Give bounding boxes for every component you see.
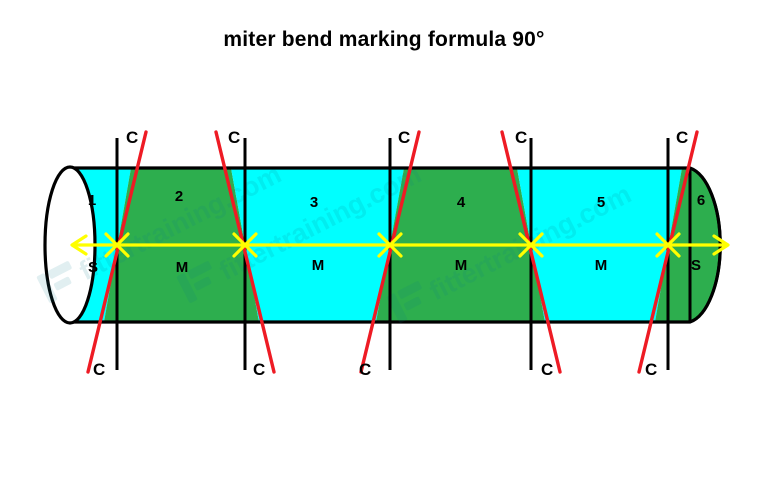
dimension-label-1: S [88, 259, 98, 276]
station-marker-2 [232, 232, 258, 258]
segment-number-1: 1 [88, 192, 96, 209]
cut-label-bottom-3: C [359, 360, 371, 379]
cut-label-bottom-1: C [93, 360, 105, 379]
cut-label-top-3: C [398, 128, 410, 147]
segment-number-5: 5 [597, 194, 605, 211]
station-marker-5 [655, 232, 681, 258]
miter-cut-lines [86, 130, 699, 374]
station-marker-3 [377, 232, 403, 258]
station-marker-1 [104, 232, 130, 258]
dimension-label-5: M [595, 257, 608, 274]
cut-label-top-1: C [126, 128, 138, 147]
page-title: miter bend marking formula 90° [223, 28, 545, 51]
dimension-station-markers [104, 232, 681, 258]
dimension-label-2: M [176, 259, 189, 276]
cut-label-bottom-4: C [541, 360, 553, 379]
cut-label-top-4: C [515, 128, 527, 147]
centerline-arrow-left [70, 234, 88, 256]
segment-number-6: 6 [697, 192, 705, 209]
centerline-dimension-chain [70, 232, 730, 258]
segment-number-3: 3 [310, 194, 318, 211]
cut-label-bottom-5: C [645, 360, 657, 379]
cut-label-top-5: C [676, 128, 688, 147]
cut-line-5 [637, 130, 699, 374]
station-marker-4 [518, 232, 544, 258]
cut-line-3 [359, 130, 421, 374]
dimension-label-3: M [312, 257, 325, 274]
cut-label-top-2: C [228, 128, 240, 147]
cut-line-4 [500, 130, 562, 374]
dimension-label-6: S [691, 257, 701, 274]
centerline-arrow-right [712, 234, 730, 256]
cut-label-bottom-2: C [253, 360, 265, 379]
segment-number-4: 4 [457, 194, 466, 211]
cut-line-1 [86, 130, 148, 374]
segment-number-2: 2 [175, 188, 183, 205]
dimension-label-4: M [455, 257, 468, 274]
cut-line-2 [214, 130, 276, 374]
